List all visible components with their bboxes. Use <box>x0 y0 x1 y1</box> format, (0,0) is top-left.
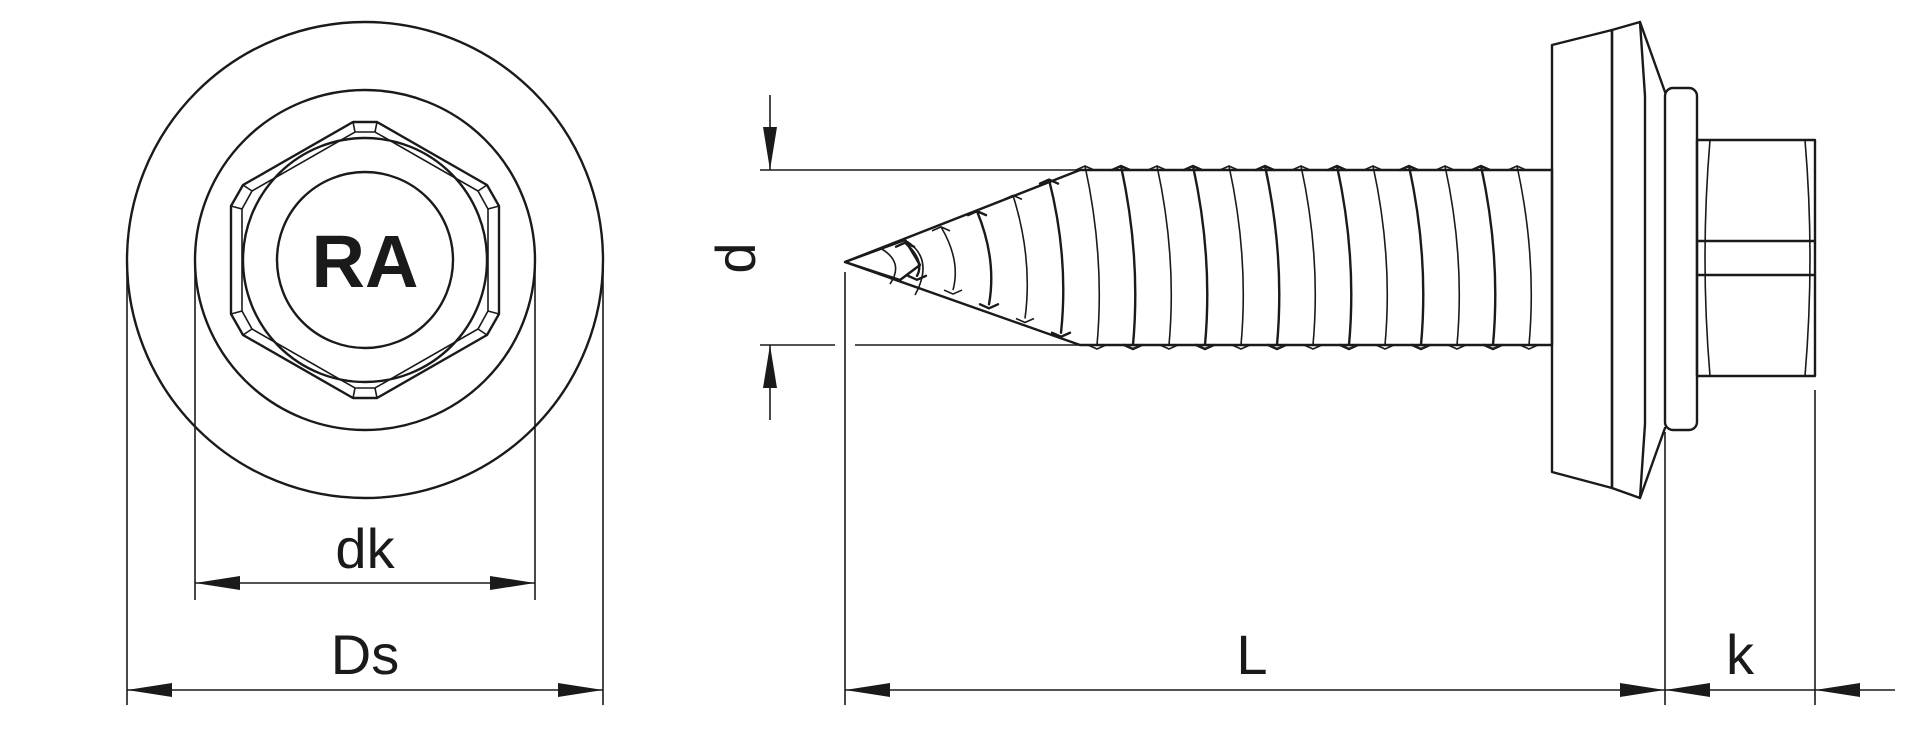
side-view: d L k <box>704 20 1895 705</box>
thread-crest <box>1003 194 1035 324</box>
thread-crest <box>1291 165 1323 350</box>
ds-arrow-right <box>558 683 603 697</box>
thread-crest <box>1182 164 1216 351</box>
thread-crest <box>1110 164 1144 351</box>
thread-crest <box>1075 165 1107 350</box>
d-arrow-top <box>763 127 777 170</box>
head-flange-side <box>1663 86 1699 432</box>
l-arrow-right <box>1620 683 1665 697</box>
ds-label: Ds <box>331 623 399 686</box>
dk-label: dk <box>335 517 395 580</box>
hex-chamfer-right <box>1804 139 1811 377</box>
washer-side <box>1550 28 1614 490</box>
d-arrow-bottom <box>763 345 777 388</box>
thread-crest <box>1507 165 1539 350</box>
thread-crest <box>1254 164 1288 351</box>
k-label: k <box>1726 623 1755 686</box>
thread-crest <box>931 226 963 295</box>
thread-crest <box>1363 165 1395 350</box>
head-top-circle-inner <box>275 170 455 350</box>
hex-head-side <box>1695 138 1817 378</box>
k-arrow-left <box>1665 683 1710 697</box>
l-arrow-left <box>845 683 890 697</box>
washer-taper-top <box>1638 20 1667 94</box>
drill-point <box>843 238 924 296</box>
ds-arrow-left <box>127 683 172 697</box>
thread-crest <box>1398 164 1432 351</box>
dk-arrow-right <box>490 576 535 590</box>
top-view: RA dk Ds <box>125 20 605 705</box>
dk-arrow-left <box>195 576 240 590</box>
thread-crest <box>1038 178 1072 338</box>
thread-crests <box>894 164 1539 351</box>
thread-crest <box>1435 165 1467 350</box>
d-label: d <box>704 242 767 273</box>
hex-chamfer-left <box>1704 139 1711 377</box>
washer-taper-bottom <box>1638 426 1667 500</box>
thread-crest <box>1326 164 1360 351</box>
k-arrow-right <box>1815 683 1860 697</box>
hex-corner-ticks <box>230 121 500 399</box>
washer-steel-side <box>1610 20 1647 500</box>
head-marking: RA <box>312 220 419 303</box>
thread-crest <box>1219 165 1251 350</box>
thread-crest <box>966 209 1000 310</box>
head-top-circle-outer <box>241 136 489 384</box>
thread-crest <box>1470 164 1504 351</box>
l-label: L <box>1236 623 1267 686</box>
thread-crest <box>1147 165 1179 350</box>
